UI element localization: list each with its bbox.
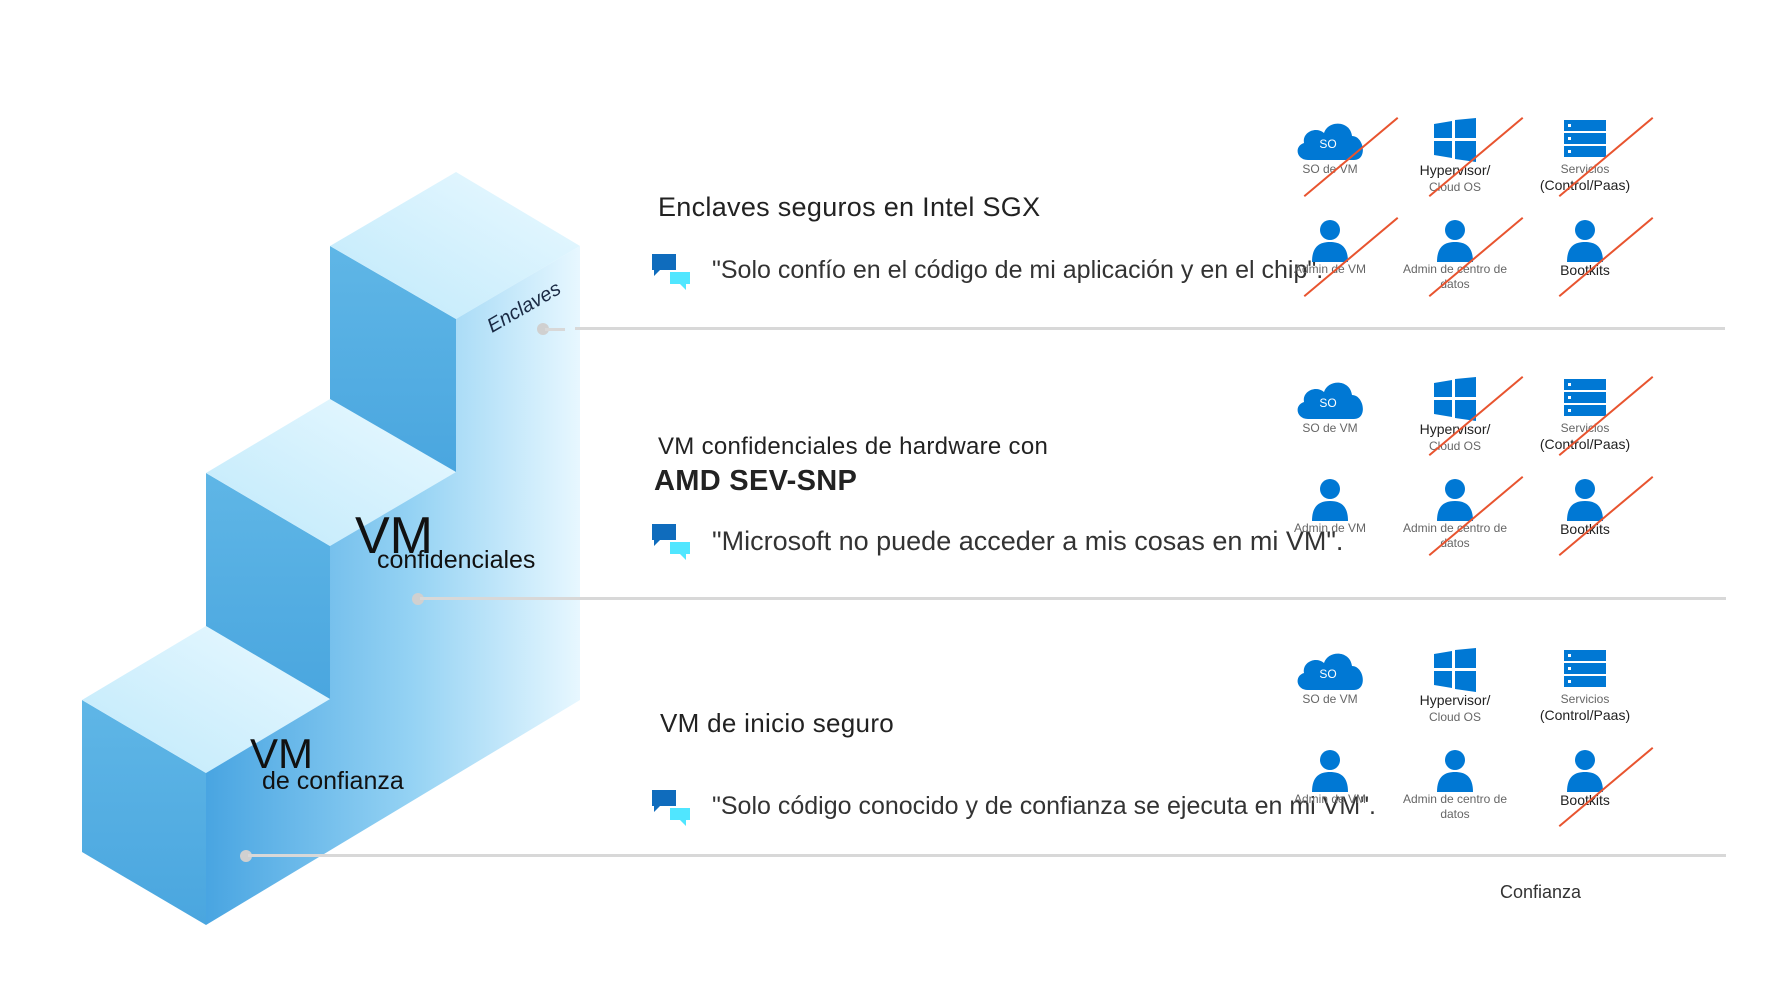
step-label-confidential-small: confidenciales (377, 546, 536, 574)
tier-title: VM confidenciales de hardware con AMD SE… (654, 433, 1049, 498)
step-middle-left-face (206, 473, 330, 699)
threat-windows-1: Hypervisor/Cloud OS (1390, 377, 1520, 454)
step-label-trusted-big: VM (250, 730, 313, 777)
icon-caption: Admin de centro de datos (1402, 521, 1508, 550)
user-icon (1265, 477, 1395, 521)
windows-icon (1390, 648, 1520, 692)
tier-divider (248, 854, 1726, 857)
icon-caption: Servicios(Control/Paas) (1539, 162, 1631, 193)
icon-caption: Admin de centro de datos (1402, 262, 1508, 291)
tier-connector-dot (537, 323, 549, 335)
tier-connector (545, 328, 565, 331)
tier-connector-dot (240, 850, 252, 862)
staircase-front-face (206, 246, 580, 925)
threat-user-5: Bootkits (1520, 748, 1650, 810)
user-icon (1390, 218, 1520, 262)
tier-title-bold: AMD SEV-SNP (654, 465, 858, 497)
icon-caption: Hypervisor/Cloud OS (1419, 692, 1491, 724)
icon-caption: Bootkits (1560, 521, 1610, 537)
icon-caption: Hypervisor/Cloud OS (1419, 421, 1491, 453)
icon-caption: SO de VM (1302, 162, 1358, 176)
icon-caption: SO de VM (1302, 692, 1358, 706)
cloud-icon: SO (1265, 118, 1395, 162)
user-icon (1265, 748, 1395, 792)
chat-icon (650, 252, 692, 292)
step-label-confidential: VM confidenciales (355, 510, 535, 573)
icon-caption: SO de VM (1302, 421, 1358, 435)
tier-divider (420, 597, 1726, 600)
threat-user-4: Admin de centro de datos (1390, 748, 1520, 822)
cloud-icon: SO (1265, 377, 1395, 421)
user-icon (1265, 218, 1395, 262)
threat-cloud-0: SO SO de VM (1265, 648, 1395, 707)
cloud-icon: SO (1265, 648, 1395, 692)
icon-caption: Servicios(Control/Paas) (1539, 421, 1631, 452)
threat-user-4: Admin de centro de datos (1390, 477, 1520, 551)
tier-quote: "Microsoft no puede acceder a mis cosas … (712, 526, 1344, 556)
chat-icon (650, 522, 692, 562)
trust-staircase: Enclaves (82, 172, 580, 925)
chat-bubble-icon (652, 524, 690, 560)
tier-divider (575, 327, 1725, 330)
server-icon (1520, 118, 1650, 162)
threat-windows-1: Hypervisor/Cloud OS (1390, 118, 1520, 195)
threat-user-5: Bootkits (1520, 477, 1650, 539)
user-icon (1520, 218, 1650, 262)
threat-windows-1: Hypervisor/Cloud OS (1390, 648, 1520, 725)
server-icon (1520, 377, 1650, 421)
user-icon (1520, 477, 1650, 521)
icon-caption: Admin de VM (1293, 521, 1367, 535)
step-label-trusted-small: de confianza (262, 767, 404, 795)
icon-caption: Bootkits (1560, 262, 1610, 278)
step-bottom-left-face (82, 700, 206, 925)
threat-user-3: Admin de VM (1265, 748, 1395, 807)
trust-axis-label: Confianza (1500, 882, 1582, 902)
icon-caption: Hypervisor/Cloud OS (1419, 162, 1491, 194)
windows-icon (1390, 377, 1520, 421)
step-top-left-face (330, 246, 456, 472)
threat-cloud-0: SO SO de VM (1265, 118, 1395, 177)
step-label-trusted: VM de confianza (250, 733, 404, 794)
threat-server-2: Servicios(Control/Paas) (1520, 377, 1650, 454)
threat-user-3: Admin de VM (1265, 477, 1395, 536)
windows-icon (1390, 118, 1520, 162)
tier-title: VM de inicio seguro (660, 708, 895, 738)
threat-user-3: Admin de VM (1265, 218, 1395, 277)
tier-connector-dot (412, 593, 424, 605)
threat-user-5: Bootkits (1520, 218, 1650, 280)
tier-title-text: VM confidenciales de hardware con (658, 433, 1049, 460)
chat-bubble-icon (652, 790, 690, 826)
step-top-top-face (330, 172, 580, 319)
chat-bubble-icon (652, 254, 690, 290)
tier-quote: "Solo confío en el código de mi aplicaci… (712, 256, 1324, 284)
threat-user-4: Admin de centro de datos (1390, 218, 1520, 292)
user-icon (1520, 748, 1650, 792)
tier-title: Enclaves seguros en Intel SGX (658, 192, 1041, 222)
chat-icon (650, 788, 692, 828)
icon-caption: Admin de centro de datos (1402, 792, 1508, 821)
icon-caption: Admin de VM (1293, 792, 1367, 806)
svg-text:SO: SO (1319, 396, 1336, 410)
threat-server-2: Servicios(Control/Paas) (1520, 648, 1650, 725)
svg-text:SO: SO (1319, 137, 1336, 151)
icon-caption: Bootkits (1560, 792, 1610, 808)
user-icon (1390, 477, 1520, 521)
step-bottom-top-face (82, 626, 330, 773)
svg-text:SO: SO (1319, 667, 1336, 681)
icon-caption: Admin de VM (1293, 262, 1367, 276)
threat-server-2: Servicios(Control/Paas) (1520, 118, 1650, 195)
threat-cloud-0: SO SO de VM (1265, 377, 1395, 436)
server-icon (1520, 648, 1650, 692)
step-label-confidential-big: VM (355, 507, 433, 565)
icon-caption: Servicios(Control/Paas) (1539, 692, 1631, 723)
user-icon (1390, 748, 1520, 792)
step-middle-top-face (206, 399, 456, 546)
tier-quote: "Solo código conocido y de confianza se … (712, 792, 1376, 820)
